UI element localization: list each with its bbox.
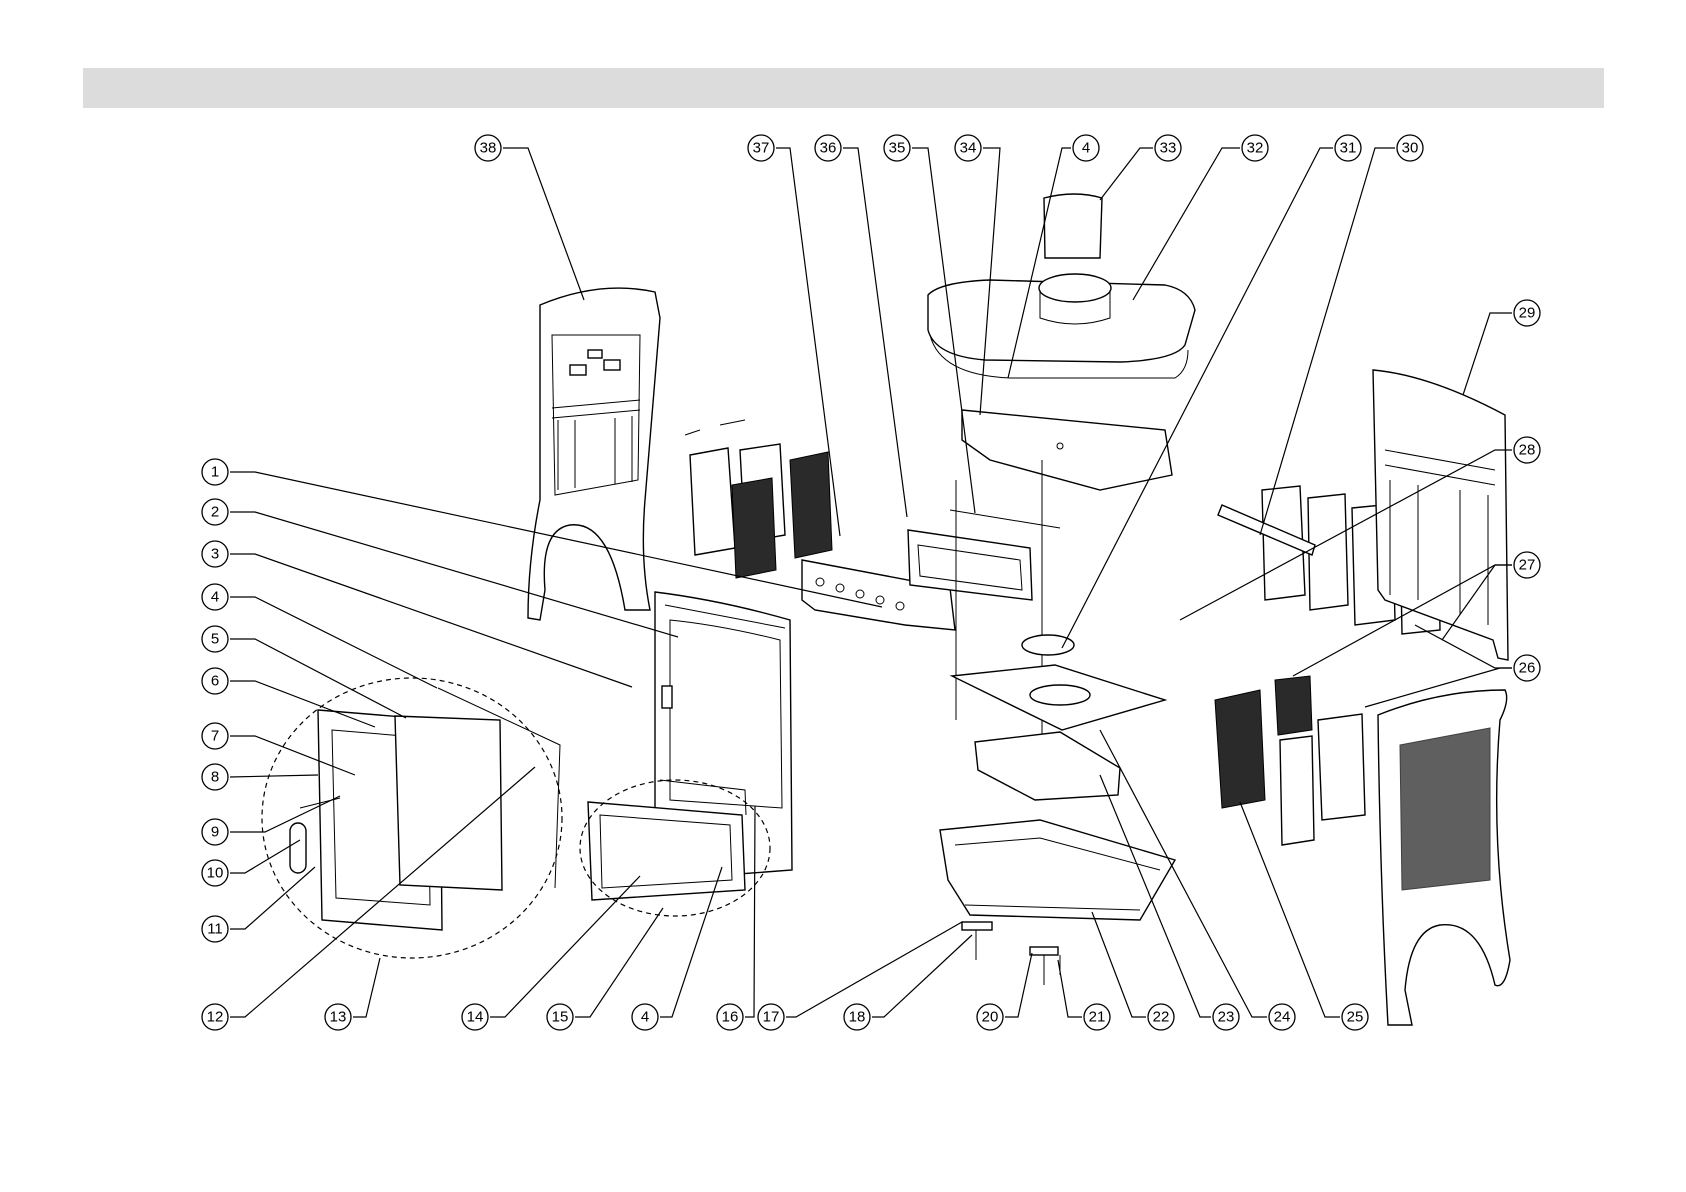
callout-label: 2: [211, 504, 219, 521]
callout-label: 28: [1519, 442, 1536, 459]
throat-plate: [962, 410, 1172, 490]
left-side-panel: [528, 288, 660, 620]
callout-12: 12: [202, 1004, 228, 1030]
callout-28: 28: [1514, 437, 1540, 463]
callout-3: 3: [202, 541, 228, 567]
callout-23: 23: [1213, 1004, 1239, 1030]
callout-9: 9: [202, 819, 228, 845]
callout-1: 1: [202, 459, 228, 485]
callout-label: 4: [641, 1009, 649, 1026]
callout-31: 31: [1335, 135, 1361, 161]
callout-label: 26: [1519, 660, 1536, 677]
callout-label: 32: [1247, 140, 1264, 157]
callout-label: 3: [211, 546, 219, 563]
callout-22: 22: [1148, 1004, 1174, 1030]
callout-27: 27: [1514, 552, 1540, 578]
callout-label: 8: [211, 769, 219, 786]
callout-label: 1: [211, 464, 219, 481]
callout-label: 27: [1519, 557, 1536, 574]
callout-label: 6: [211, 673, 219, 690]
callout-label: 31: [1340, 140, 1357, 157]
firebricks-left: [685, 420, 832, 578]
callout-4-lower: 4: [632, 1004, 658, 1030]
callout-35: 35: [884, 135, 910, 161]
callout-label: 7: [211, 728, 219, 745]
callout-17: 17: [758, 1004, 784, 1030]
callout-11: 11: [202, 916, 228, 942]
callout-33: 33: [1155, 135, 1181, 161]
callout-38: 38: [475, 135, 501, 161]
callout-label: 14: [467, 1009, 484, 1026]
callout-label: 25: [1347, 1009, 1364, 1026]
callout-label: 12: [207, 1009, 224, 1026]
callout-label: 36: [820, 140, 837, 157]
callout-13: 13: [325, 1004, 351, 1030]
callout-label: 4: [211, 589, 219, 606]
base-plate: [952, 635, 1165, 800]
callout-34: 34: [955, 135, 981, 161]
callout-2: 2: [202, 499, 228, 525]
callout-label: 29: [1519, 305, 1536, 322]
callout-36: 36: [815, 135, 841, 161]
callout-label: 21: [1089, 1009, 1106, 1026]
callout-7: 7: [202, 723, 228, 749]
callout-label: 13: [330, 1009, 347, 1026]
callout-18: 18: [844, 1004, 870, 1030]
callout-label: 34: [960, 140, 977, 157]
callout-4: 4: [202, 584, 228, 610]
callout-30: 30: [1397, 135, 1423, 161]
callout-label: 16: [722, 1009, 739, 1026]
callout-25: 25: [1342, 1004, 1368, 1030]
callout-label: 9: [211, 824, 219, 841]
callout-label: 10: [207, 865, 224, 882]
callout-label: 20: [982, 1009, 999, 1026]
callout-label: 17: [763, 1009, 780, 1026]
top-plate-assembly: [928, 194, 1195, 378]
callout-label: 18: [849, 1009, 866, 1026]
callout-label: 33: [1160, 140, 1177, 157]
callout-label: 35: [889, 140, 906, 157]
callout-label: 30: [1402, 140, 1419, 157]
callout-label: 38: [480, 140, 497, 157]
glass-door-assembly: [262, 678, 562, 958]
callout-label: 11: [207, 921, 223, 938]
callout-29: 29: [1514, 300, 1540, 326]
callout-24: 24: [1269, 1004, 1295, 1030]
callout-label: 22: [1153, 1009, 1170, 1026]
feet-hardware: [962, 922, 1060, 985]
callout-20: 20: [977, 1004, 1003, 1030]
callout-21: 21: [1084, 1004, 1110, 1030]
callout-16: 16: [717, 1004, 743, 1030]
callout-label: 4: [1082, 140, 1090, 157]
callout-6: 6: [202, 668, 228, 694]
callout-label: 37: [753, 140, 770, 157]
callout-label: 5: [211, 631, 219, 648]
callout-10: 10: [202, 860, 228, 886]
callout-5: 5: [202, 626, 228, 652]
callout-37: 37: [748, 135, 774, 161]
callout-label: 15: [552, 1009, 569, 1026]
callout-4-top: 4: [1073, 135, 1099, 161]
callout-26: 26: [1514, 655, 1540, 681]
callout-8: 8: [202, 764, 228, 790]
callout-label: 24: [1274, 1009, 1291, 1026]
callout-14: 14: [462, 1004, 488, 1030]
callout-32: 32: [1242, 135, 1268, 161]
callout-15: 15: [547, 1004, 573, 1030]
callout-label: 23: [1218, 1009, 1235, 1026]
